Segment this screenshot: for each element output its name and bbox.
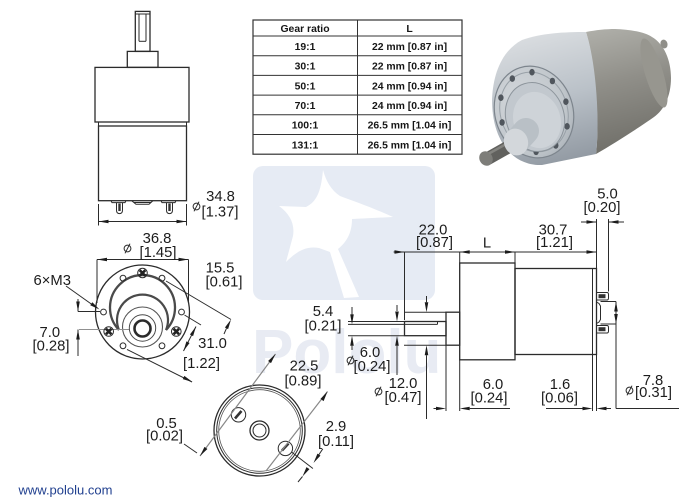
svg-text:50:1: 50:1	[295, 81, 316, 92]
svg-text:70:1: 70:1	[295, 101, 316, 112]
svg-text:1.6: 1.6	[550, 377, 571, 393]
svg-text:[1.21]: [1.21]	[536, 235, 573, 251]
svg-text:Gear ratio: Gear ratio	[280, 24, 329, 35]
svg-text:[0.61]: [0.61]	[205, 275, 242, 291]
svg-text:L: L	[406, 24, 413, 35]
svg-text:5.4: 5.4	[313, 304, 334, 320]
svg-text:12.0: 12.0	[389, 376, 418, 392]
svg-text:[0.31]: [0.31]	[635, 385, 672, 401]
svg-text:22 mm [0.87 in]: 22 mm [0.87 in]	[372, 42, 447, 53]
svg-text:24 mm [0.94 in]: 24 mm [0.94 in]	[372, 81, 447, 92]
svg-text:15.5: 15.5	[206, 261, 235, 277]
svg-text:6.0: 6.0	[360, 345, 381, 361]
svg-text:5.0: 5.0	[597, 187, 618, 203]
svg-text:22.5: 22.5	[290, 359, 319, 375]
svg-text:7.8: 7.8	[643, 373, 664, 389]
svg-text:30:1: 30:1	[295, 62, 316, 73]
svg-text:22 mm [0.87 in]: 22 mm [0.87 in]	[372, 62, 447, 73]
svg-text:131:1: 131:1	[292, 140, 319, 151]
svg-text:Pololu: Pololu	[252, 318, 441, 387]
svg-text:[0.20]: [0.20]	[583, 200, 620, 216]
svg-text:2.9: 2.9	[326, 419, 347, 435]
svg-text:24 mm [0.94 in]: 24 mm [0.94 in]	[372, 101, 447, 112]
svg-text:34.8: 34.8	[206, 189, 235, 205]
svg-text:[0.87]: [0.87]	[416, 235, 453, 251]
svg-text:6×M3: 6×M3	[34, 273, 71, 289]
svg-text:31.0: 31.0	[198, 336, 227, 352]
svg-text:www.pololu.com: www.pololu.com	[18, 483, 113, 498]
svg-text:L: L	[483, 236, 491, 252]
svg-text:[0.89]: [0.89]	[284, 374, 321, 390]
svg-text:36.8: 36.8	[143, 231, 172, 247]
svg-text:[0.28]: [0.28]	[32, 339, 69, 355]
svg-text:[0.47]: [0.47]	[384, 390, 421, 406]
svg-text:22.0: 22.0	[419, 223, 448, 239]
svg-text:19:1: 19:1	[295, 42, 316, 53]
svg-text:6.0: 6.0	[483, 377, 504, 393]
svg-text:[0.06]: [0.06]	[541, 391, 578, 407]
svg-text:[0.21]: [0.21]	[304, 319, 341, 335]
svg-text:100:1: 100:1	[292, 121, 319, 132]
svg-text:[1.37]: [1.37]	[201, 205, 238, 221]
svg-text:0.5: 0.5	[156, 416, 177, 432]
svg-text:[1.45]: [1.45]	[139, 245, 176, 261]
svg-text:7.0: 7.0	[40, 325, 61, 341]
svg-text:[0.11]: [0.11]	[318, 434, 354, 450]
svg-text:[1.22]: [1.22]	[183, 356, 220, 372]
svg-text:[0.24]: [0.24]	[470, 391, 507, 407]
svg-text:26.5 mm [1.04 in]: 26.5 mm [1.04 in]	[368, 140, 452, 151]
svg-text:[0.24]: [0.24]	[353, 359, 390, 375]
svg-text:30.7: 30.7	[539, 223, 568, 239]
svg-text:26.5 mm [1.04 in]: 26.5 mm [1.04 in]	[368, 121, 452, 132]
svg-text:[0.02]: [0.02]	[146, 429, 183, 445]
